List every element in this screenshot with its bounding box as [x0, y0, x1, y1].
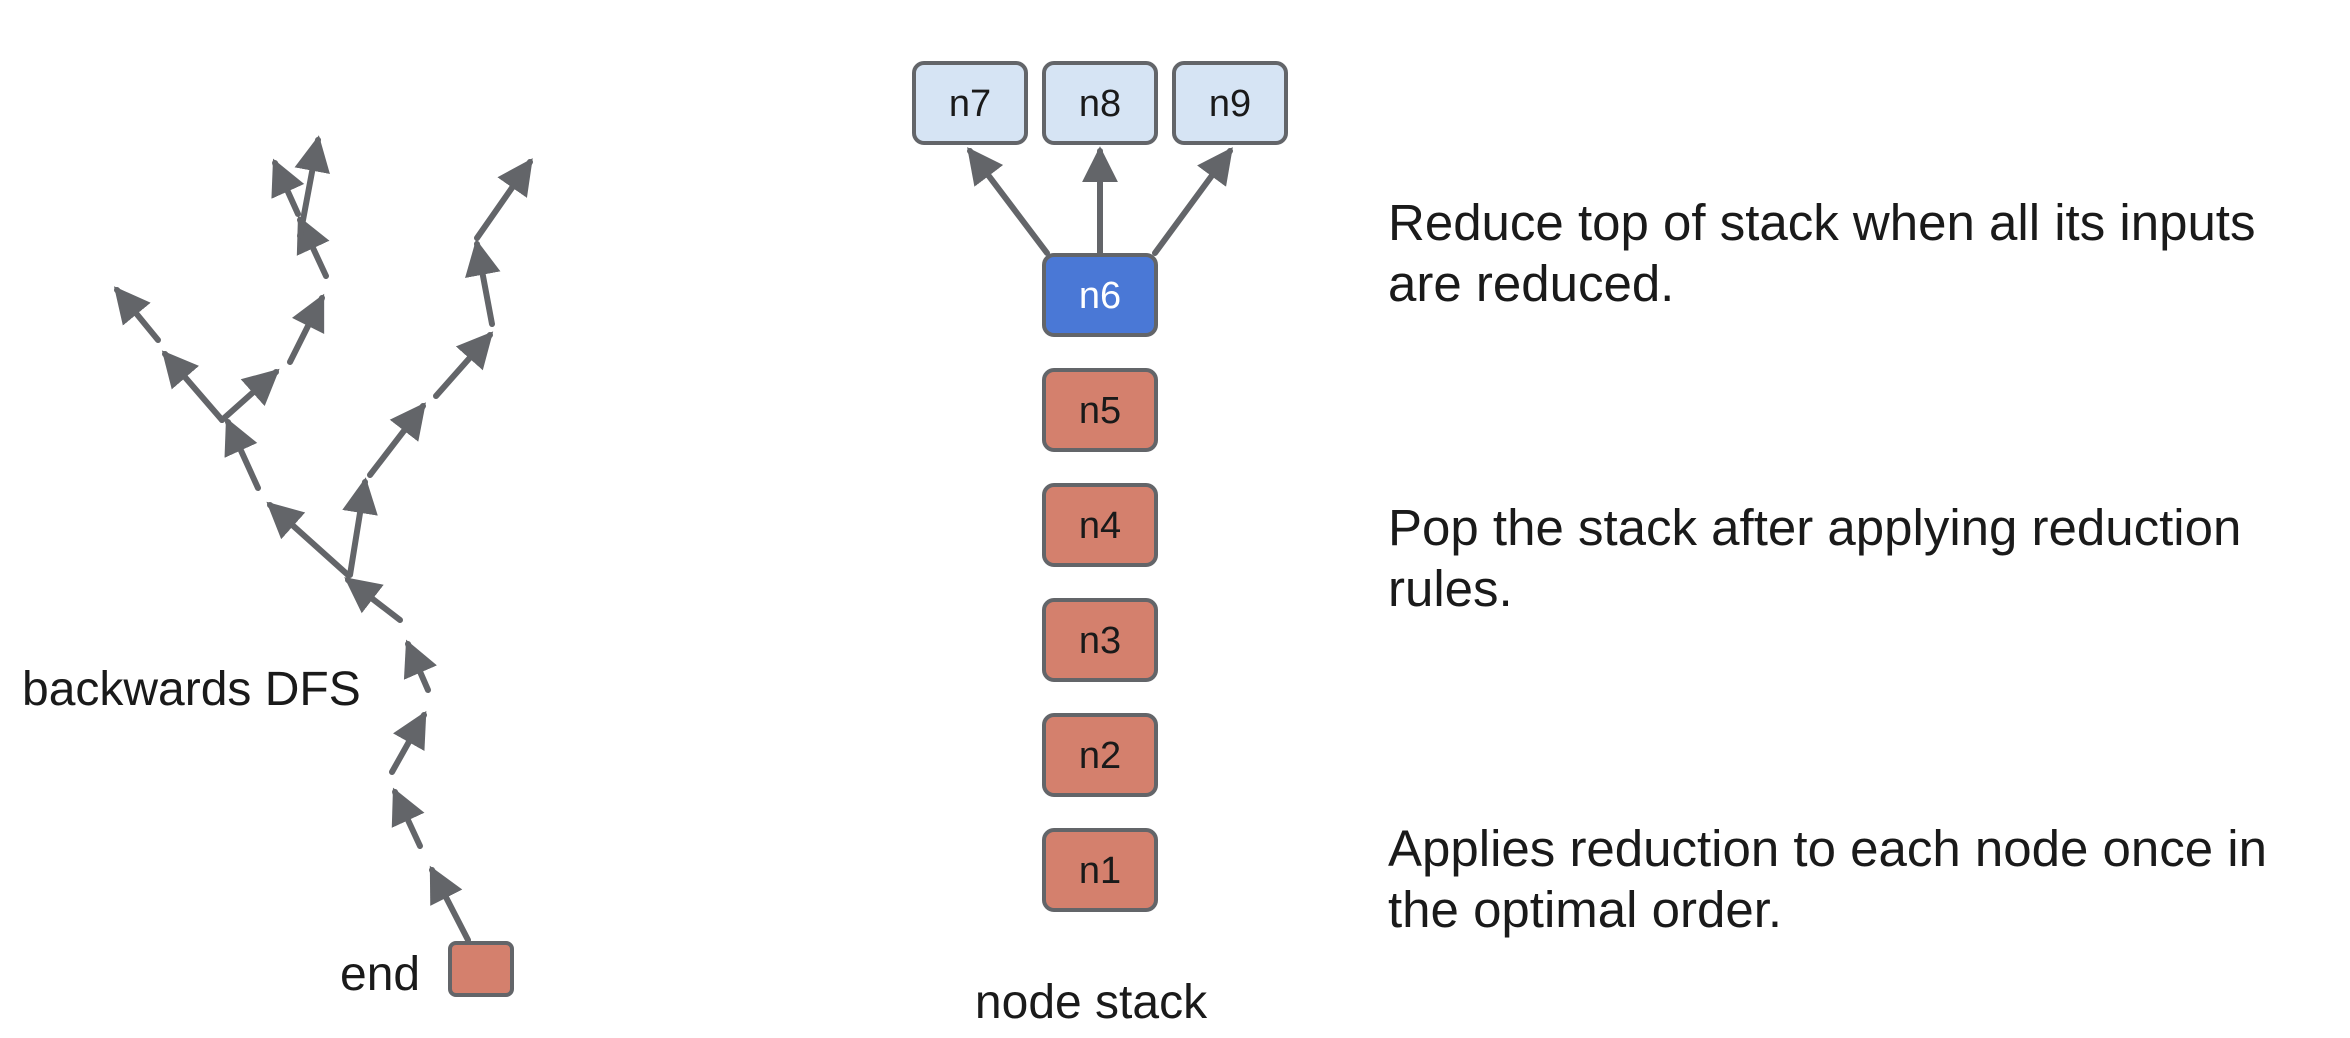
- dfs-arrow: [391, 787, 425, 849]
- dfs-arrow: [271, 158, 305, 217]
- child-node-n8[interactable]: n8: [1042, 61, 1158, 145]
- edge-n6-to-n7: [967, 147, 1050, 256]
- description-optimal-order: Applies reduction to each node once in t…: [1388, 820, 2267, 938]
- child-nodes: n7 n8 n9: [912, 61, 1288, 145]
- child-node-label: n8: [1079, 83, 1121, 125]
- stack-node-label: n6: [1079, 275, 1121, 317]
- stack-node-n3[interactable]: n3: [1042, 598, 1158, 682]
- stack-node-n6[interactable]: n6: [1042, 253, 1158, 337]
- node-stack: n6 n5 n4 n3 n2 n1: [1042, 253, 1158, 912]
- dfs-arrow: [266, 501, 351, 578]
- stack-node-box: [1042, 598, 1158, 682]
- dfs-arrow: [161, 350, 225, 423]
- dfs-arrow: [367, 402, 426, 478]
- dfs-label: backwards DFS: [22, 663, 361, 716]
- child-node-box: [912, 61, 1028, 145]
- stack-node-box: [1042, 828, 1158, 912]
- stack-label: node stack: [975, 976, 1208, 1029]
- end-node[interactable]: [448, 941, 514, 997]
- stack-node-box: [1042, 713, 1158, 797]
- dfs-arrow: [389, 710, 427, 775]
- dfs-arrow: [294, 135, 330, 239]
- stack-node-n2[interactable]: n2: [1042, 713, 1158, 797]
- description-reduce-top: Reduce top of stack when all its inputs …: [1388, 194, 2256, 312]
- stack-node-n4[interactable]: n4: [1042, 483, 1158, 567]
- stack-node-label: n5: [1079, 390, 1121, 432]
- dfs-arrow: [344, 577, 403, 623]
- stack-node-n1[interactable]: n1: [1042, 828, 1158, 912]
- stack-node-box: [1042, 253, 1158, 337]
- child-node-label: n7: [949, 83, 991, 125]
- edge-n6-to-n9: [1152, 147, 1233, 256]
- backwards-dfs-tree: [113, 135, 533, 943]
- dfs-arrow: [113, 286, 161, 343]
- dfs-arrow: [287, 293, 325, 365]
- stack-node-label: n1: [1079, 850, 1121, 892]
- dfs-arrow: [219, 368, 280, 423]
- dfs-arrow: [429, 865, 471, 943]
- child-node-n7[interactable]: n7: [912, 61, 1028, 145]
- stack-node-label: n3: [1079, 620, 1121, 662]
- child-node-box: [1172, 61, 1288, 145]
- stack-node-box: [1042, 483, 1158, 567]
- child-node-box: [1042, 61, 1158, 145]
- dfs-arrow: [296, 215, 330, 279]
- child-edges: [967, 146, 1233, 256]
- stack-node-box: [1042, 368, 1158, 452]
- stack-node-n5[interactable]: n5: [1042, 368, 1158, 452]
- stack-node-label: n2: [1079, 735, 1121, 777]
- dfs-arrow: [224, 417, 261, 491]
- dfs-arrow: [403, 639, 437, 693]
- description-pop-stack: Pop the stack after applying reduction r…: [1388, 499, 2242, 617]
- end-label: end: [340, 948, 420, 1001]
- stack-node-label: n4: [1079, 505, 1121, 547]
- dfs-arrow: [433, 331, 494, 399]
- dfs-arrow: [474, 158, 533, 241]
- dfs-arrow: [465, 239, 501, 327]
- dfs-arrow: [342, 477, 378, 578]
- child-node-label: n9: [1209, 83, 1251, 125]
- child-node-n9[interactable]: n9: [1172, 61, 1288, 145]
